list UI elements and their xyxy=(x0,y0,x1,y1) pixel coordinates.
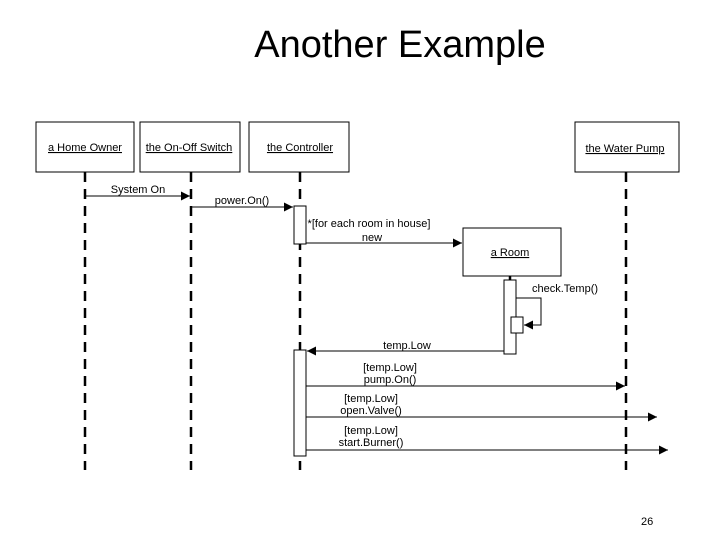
object-box-home-owner xyxy=(35,121,135,173)
object-label-home-owner: a Home Owner xyxy=(48,142,122,154)
page-number: 26 xyxy=(641,516,654,528)
message-check-temp-label: check.Temp() xyxy=(532,283,598,295)
object-label-on-off-switch: the On-Off Switch xyxy=(146,142,233,154)
message-burner-guard-label: [temp.Low] xyxy=(344,425,398,437)
object-label-water-pump: the Water Pump xyxy=(585,143,664,155)
slide-title: Another Example xyxy=(254,24,546,66)
object-box-room xyxy=(462,227,562,277)
activation-controller-top xyxy=(293,205,307,245)
object-box-on-off-switch xyxy=(139,121,241,173)
object-label-room: a Room xyxy=(491,247,530,259)
message-start-burner-label: start.Burner() xyxy=(339,437,404,449)
message-valve-guard-label: [temp.Low] xyxy=(344,393,398,405)
message-pump-guard-label: [temp.Low] xyxy=(363,362,417,374)
message-check-temp-arrow xyxy=(516,297,542,330)
message-new-label: new xyxy=(362,232,382,244)
activation-room-nested xyxy=(510,316,524,334)
message-open-valve-label: open.Valve() xyxy=(340,405,402,417)
message-power-on-label: power.On() xyxy=(215,195,269,207)
message-temp-low-label: temp.Low xyxy=(383,340,431,352)
message-system-on-label: System On xyxy=(111,184,165,196)
message-for-each-room-label: *[for each room in house] xyxy=(308,218,431,230)
object-label-controller: the Controller xyxy=(267,142,333,154)
activation-controller-bottom xyxy=(293,349,307,457)
message-pump-on-label: pump.On() xyxy=(364,374,417,386)
object-box-controller xyxy=(248,121,350,173)
